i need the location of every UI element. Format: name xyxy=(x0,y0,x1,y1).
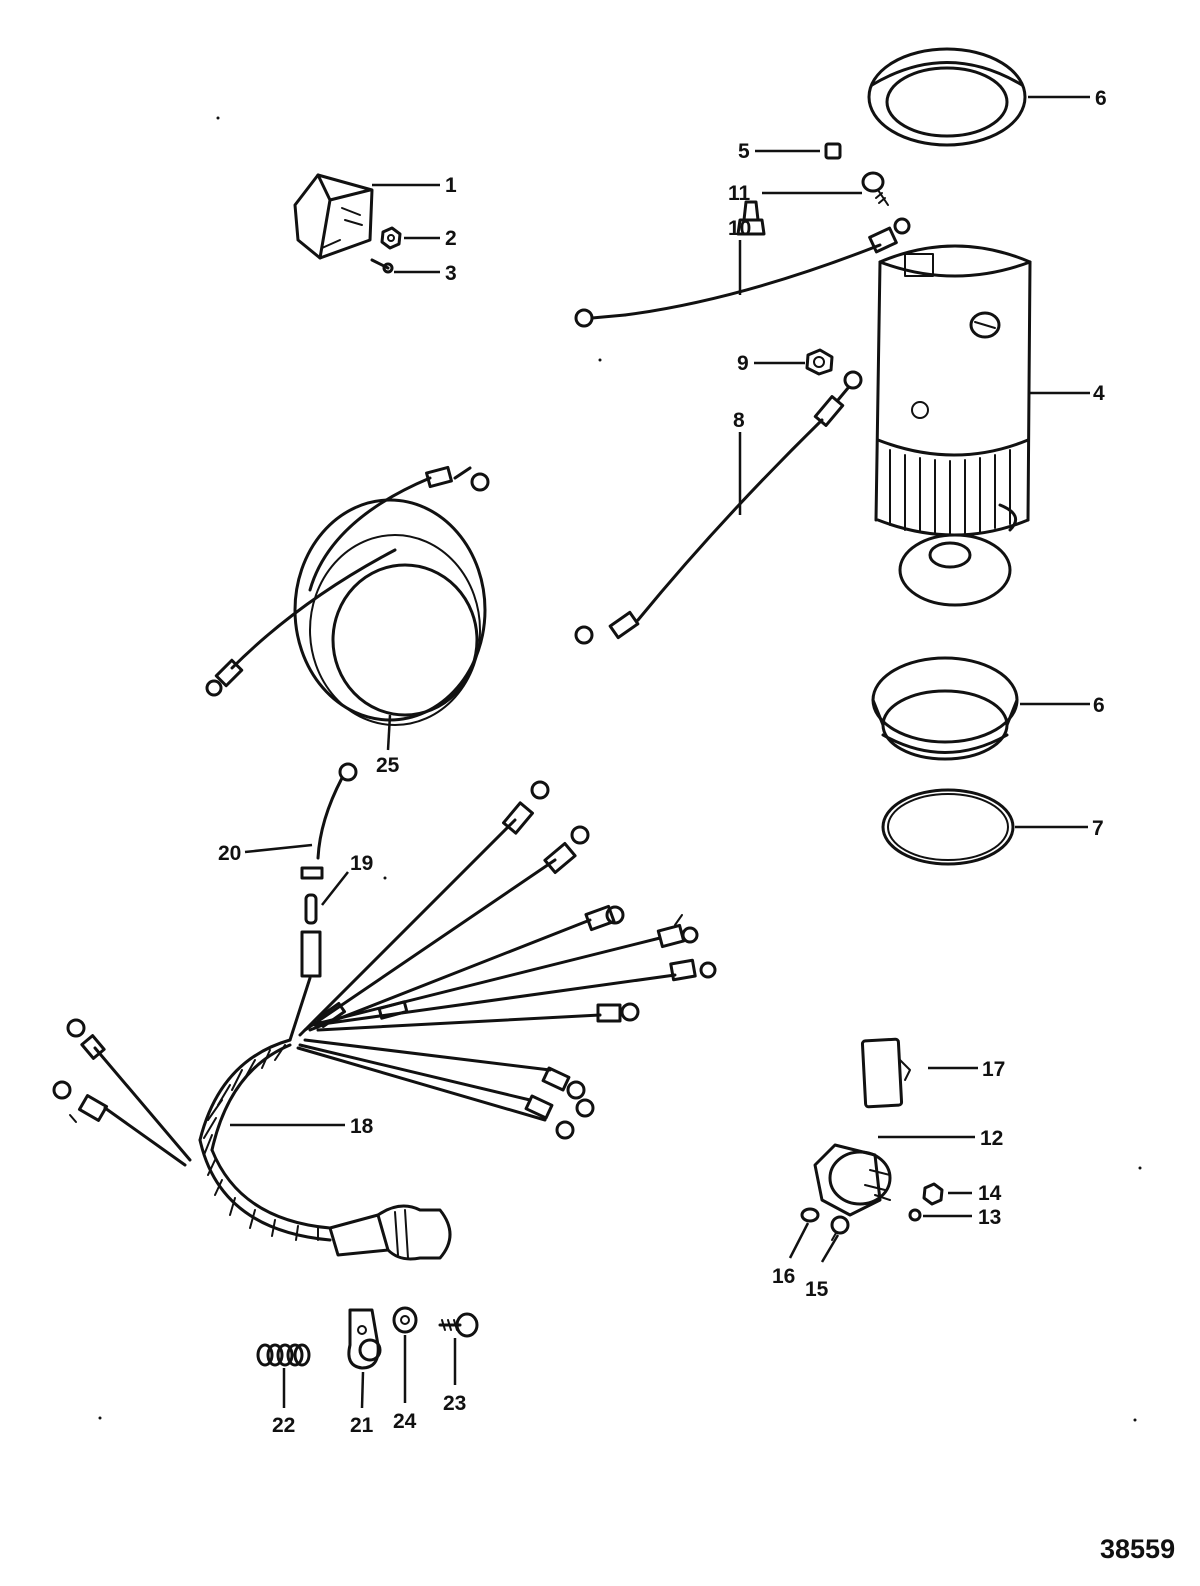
callout-15: 15 xyxy=(805,1278,829,1301)
part-21-clamp xyxy=(347,1308,382,1370)
part-3-screw xyxy=(370,258,394,274)
callout-20: 20 xyxy=(218,842,241,865)
callout-14: 14 xyxy=(978,1182,1002,1205)
part-19-fuse xyxy=(300,866,324,978)
scan-specks xyxy=(98,116,1142,1422)
callout-5: 5 xyxy=(738,140,750,163)
callout-25: 25 xyxy=(376,754,400,777)
part-7-o-ring xyxy=(881,788,1015,866)
callout-12: 12 xyxy=(980,1127,1003,1150)
part-11-screw xyxy=(861,171,889,206)
callout-3: 3 xyxy=(445,262,457,285)
part-22-spring xyxy=(256,1343,311,1367)
part-18-wiring-harness xyxy=(52,780,717,1261)
part-17-cover xyxy=(860,1037,911,1109)
part-15-screw xyxy=(830,1215,850,1241)
part-24-washer xyxy=(392,1306,418,1334)
part-9-nut xyxy=(805,348,834,376)
callout-16: 16 xyxy=(772,1265,795,1288)
callout-23: 23 xyxy=(443,1392,466,1415)
figure-number: 38559 xyxy=(1100,1534,1175,1564)
part-4-starter-motor xyxy=(736,200,1032,607)
callout-4: 4 xyxy=(1093,382,1105,405)
part-14-nut xyxy=(922,1182,944,1206)
callout-11: 11 xyxy=(728,182,751,205)
part-8-cable xyxy=(574,370,863,645)
callout-6-upper: 6 xyxy=(1095,87,1107,110)
callout-17: 17 xyxy=(982,1058,1005,1081)
part-2-nut xyxy=(380,226,402,250)
callout-2: 2 xyxy=(445,227,457,250)
part-25-coiled-cable xyxy=(205,465,490,726)
callout-13: 13 xyxy=(978,1206,1001,1229)
callout-24: 24 xyxy=(393,1410,417,1433)
callout-18: 18 xyxy=(350,1115,374,1138)
part-16-washer xyxy=(800,1207,820,1223)
part-5-block xyxy=(824,142,842,160)
callout-labels: 1 2 3 4 5 6 6 7 8 9 10 11 12 13 14 15 16… xyxy=(218,87,1107,1437)
callout-21: 21 xyxy=(350,1414,374,1437)
part-23-screw xyxy=(438,1312,479,1338)
callout-8: 8 xyxy=(733,409,745,432)
callout-6-lower: 6 xyxy=(1093,694,1105,717)
part-13-washer xyxy=(908,1208,922,1222)
part-10-cable xyxy=(574,217,911,328)
callout-19: 19 xyxy=(350,852,373,875)
part-1-block-assembly xyxy=(293,173,374,260)
callout-9: 9 xyxy=(737,352,749,375)
part-6-lower-ring xyxy=(871,656,1019,761)
callout-7: 7 xyxy=(1092,817,1104,840)
part-12-solenoid xyxy=(813,1143,892,1217)
callout-10: 10 xyxy=(728,217,751,240)
part-6-upper-ring xyxy=(867,47,1027,147)
callout-22: 22 xyxy=(272,1414,295,1437)
part-20-short-lead xyxy=(316,762,358,860)
leader-lines xyxy=(230,95,1090,1409)
callout-1: 1 xyxy=(445,174,457,197)
